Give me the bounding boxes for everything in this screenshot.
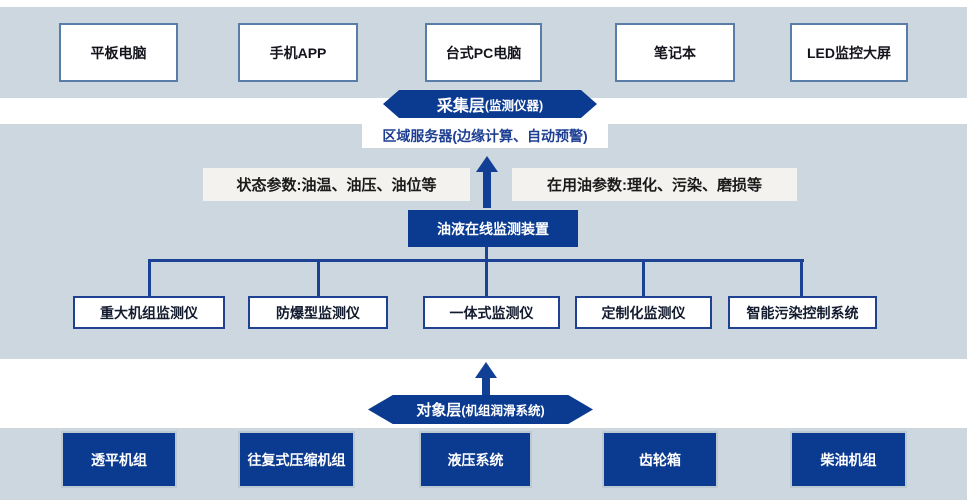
equipment-box-hydraulic-system: 液压系统 xyxy=(419,431,532,488)
collection-layer-pill: 采集层(监测仪器) xyxy=(383,90,597,118)
up-arrow-head-icon xyxy=(476,156,498,172)
equipment-box-diesel-unit: 柴油机组 xyxy=(790,431,907,488)
up-arrow-head-icon xyxy=(475,362,497,378)
connector-drop-4 xyxy=(642,259,645,296)
connector-center-vertical xyxy=(485,247,488,296)
device-box-led-screen: LED监控大屏 xyxy=(790,23,908,82)
device-box-mobile-app: 手机APP xyxy=(238,23,358,82)
connector-drop-5 xyxy=(800,259,803,296)
instrument-box-customized: 定制化监测仪 xyxy=(575,296,712,329)
connector-drop-1 xyxy=(148,259,151,296)
instrument-box-major-unit: 重大机组监测仪 xyxy=(73,296,225,329)
equipment-box-reciprocating-compressor: 往复式压缩机组 xyxy=(238,431,355,488)
connector-drop-2 xyxy=(317,259,320,296)
device-box-laptop: 笔记本 xyxy=(615,23,735,82)
collection-layer-title: 采集层 xyxy=(436,98,485,115)
up-arrow-shaft xyxy=(482,377,490,396)
oil-parameters-label: 在用油参数:理化、污染、磨损等 xyxy=(512,168,797,201)
connector-horizontal xyxy=(148,259,804,262)
equipment-box-gearbox: 齿轮箱 xyxy=(602,431,718,488)
collection-layer-subtitle: (监测仪器) xyxy=(484,98,544,113)
object-layer-title: 对象层 xyxy=(416,402,462,419)
oil-monitoring-device-box: 油液在线监测装置 xyxy=(408,210,578,247)
edge-server-box: 区域服务器(边缘计算、自动预警) xyxy=(362,123,608,148)
instrument-box-explosion-proof: 防爆型监测仪 xyxy=(248,296,388,329)
instrument-box-pollution-control: 智能污染控制系统 xyxy=(728,296,877,329)
status-parameters-label: 状态参数:油温、油压、油位等 xyxy=(203,168,470,201)
device-box-desktop-pc: 台式PC电脑 xyxy=(425,23,542,82)
up-arrow-shaft xyxy=(483,171,491,208)
equipment-box-turbine: 透平机组 xyxy=(61,431,177,488)
device-box-tablet: 平板电脑 xyxy=(59,23,178,82)
object-layer-pill: 对象层 (机组润滑系统) xyxy=(368,395,593,424)
instrument-box-integrated: 一体式监测仪 xyxy=(423,296,560,329)
object-layer-subtitle: (机组润滑系统) xyxy=(461,404,545,418)
